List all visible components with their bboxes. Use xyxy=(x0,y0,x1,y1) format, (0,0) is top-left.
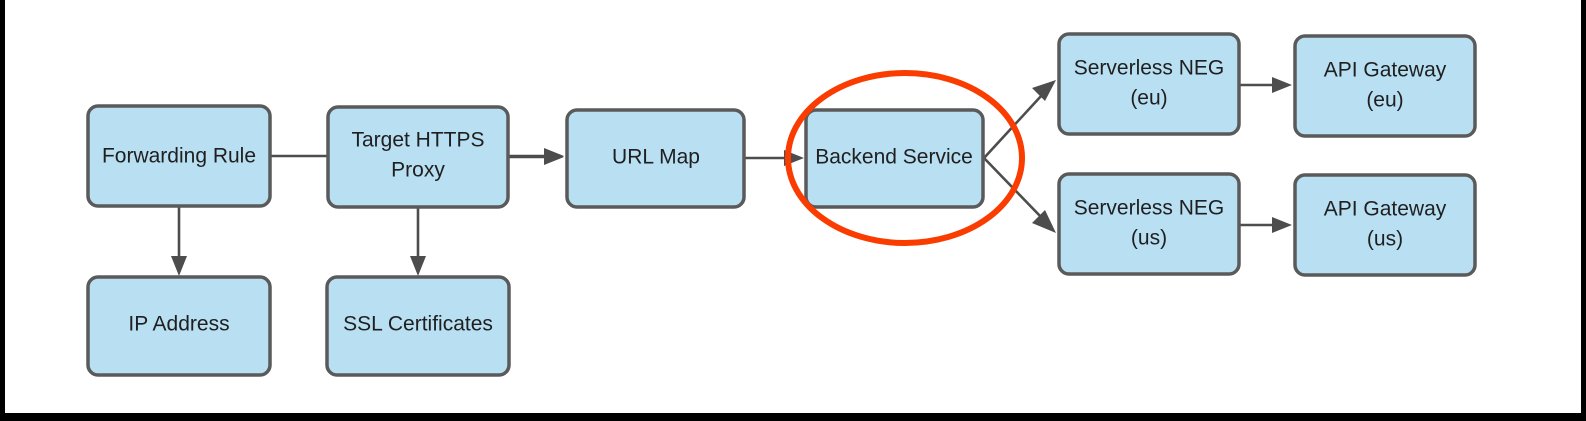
node-backend-service[interactable]: Backend Service xyxy=(804,108,985,209)
node-forwarding-rule-box[interactable] xyxy=(86,104,272,208)
node-target-https-proxy-label-line1: Target HTTPS xyxy=(351,129,484,152)
node-api-gateway-us-label-line2: (us) xyxy=(1367,228,1403,251)
edge-urlmap-to-backend xyxy=(745,150,804,166)
annotations-layer xyxy=(785,70,1025,246)
node-ip-address-box[interactable] xyxy=(86,275,272,377)
frame-right-bar xyxy=(1581,0,1586,421)
node-api-gateway-eu-box[interactable] xyxy=(1293,34,1477,138)
node-serverless-neg-us[interactable]: Serverless NEG (us) xyxy=(1057,172,1241,276)
node-target-https-proxy-box[interactable] xyxy=(326,105,510,209)
node-serverless-neg-eu-label-line2: (eu) xyxy=(1130,87,1167,110)
node-api-gateway-eu-label-line1: API Gateway xyxy=(1324,59,1447,82)
node-serverless-neg-us-label-line2: (us) xyxy=(1131,227,1167,250)
node-ssl-certificates-box[interactable] xyxy=(325,275,511,377)
node-url-map-box[interactable] xyxy=(565,108,746,209)
node-ssl-certificates[interactable]: SSL Certificates xyxy=(325,275,511,377)
edge-proxy-to-urlmap xyxy=(509,149,564,165)
node-forwarding-rule-label: Forwarding Rule xyxy=(102,145,256,168)
node-url-map[interactable]: URL Map xyxy=(565,108,746,209)
node-api-gateway-us-box[interactable] xyxy=(1293,173,1477,277)
node-api-gateway-eu-label-line2: (eu) xyxy=(1366,89,1403,112)
backend-service-highlight-ellipse xyxy=(785,70,1025,246)
node-forwarding-rule[interactable]: Forwarding Rule xyxy=(86,104,272,208)
node-ip-address-label: IP Address xyxy=(128,313,229,336)
edge-neg-eu-to-gateway-eu xyxy=(1240,77,1292,93)
node-serverless-neg-eu-box[interactable] xyxy=(1057,32,1241,136)
node-serverless-neg-eu[interactable]: Serverless NEG (eu) xyxy=(1057,32,1241,136)
edge-proxy-to-ssl xyxy=(410,208,426,276)
frame-left-bar xyxy=(0,0,5,421)
frame-bottom-bar xyxy=(0,413,1586,421)
node-serverless-neg-us-box[interactable] xyxy=(1057,172,1241,276)
edge-neg-us-to-gateway-us xyxy=(1240,217,1292,233)
node-serverless-neg-us-label-line1: Serverless NEG xyxy=(1074,197,1225,220)
node-api-gateway-us[interactable]: API Gateway (us) xyxy=(1293,173,1477,277)
edge-forwarding-to-ip xyxy=(171,207,187,276)
node-backend-service-box[interactable] xyxy=(804,108,985,209)
node-api-gateway-us-label-line1: API Gateway xyxy=(1324,198,1447,221)
node-api-gateway-eu[interactable]: API Gateway (eu) xyxy=(1293,34,1477,138)
node-backend-service-label: Backend Service xyxy=(815,146,973,169)
nodes-layer: Forwarding Rule Target HTTPS Proxy URL M… xyxy=(86,32,1477,377)
node-url-map-label: URL Map xyxy=(612,146,700,169)
node-target-https-proxy[interactable]: Target HTTPS Proxy xyxy=(326,105,510,209)
node-target-https-proxy-label-line2: Proxy xyxy=(391,159,445,182)
node-ssl-certificates-label: SSL Certificates xyxy=(343,313,493,336)
node-serverless-neg-eu-label-line1: Serverless NEG xyxy=(1074,57,1225,80)
node-ip-address[interactable]: IP Address xyxy=(86,275,272,377)
